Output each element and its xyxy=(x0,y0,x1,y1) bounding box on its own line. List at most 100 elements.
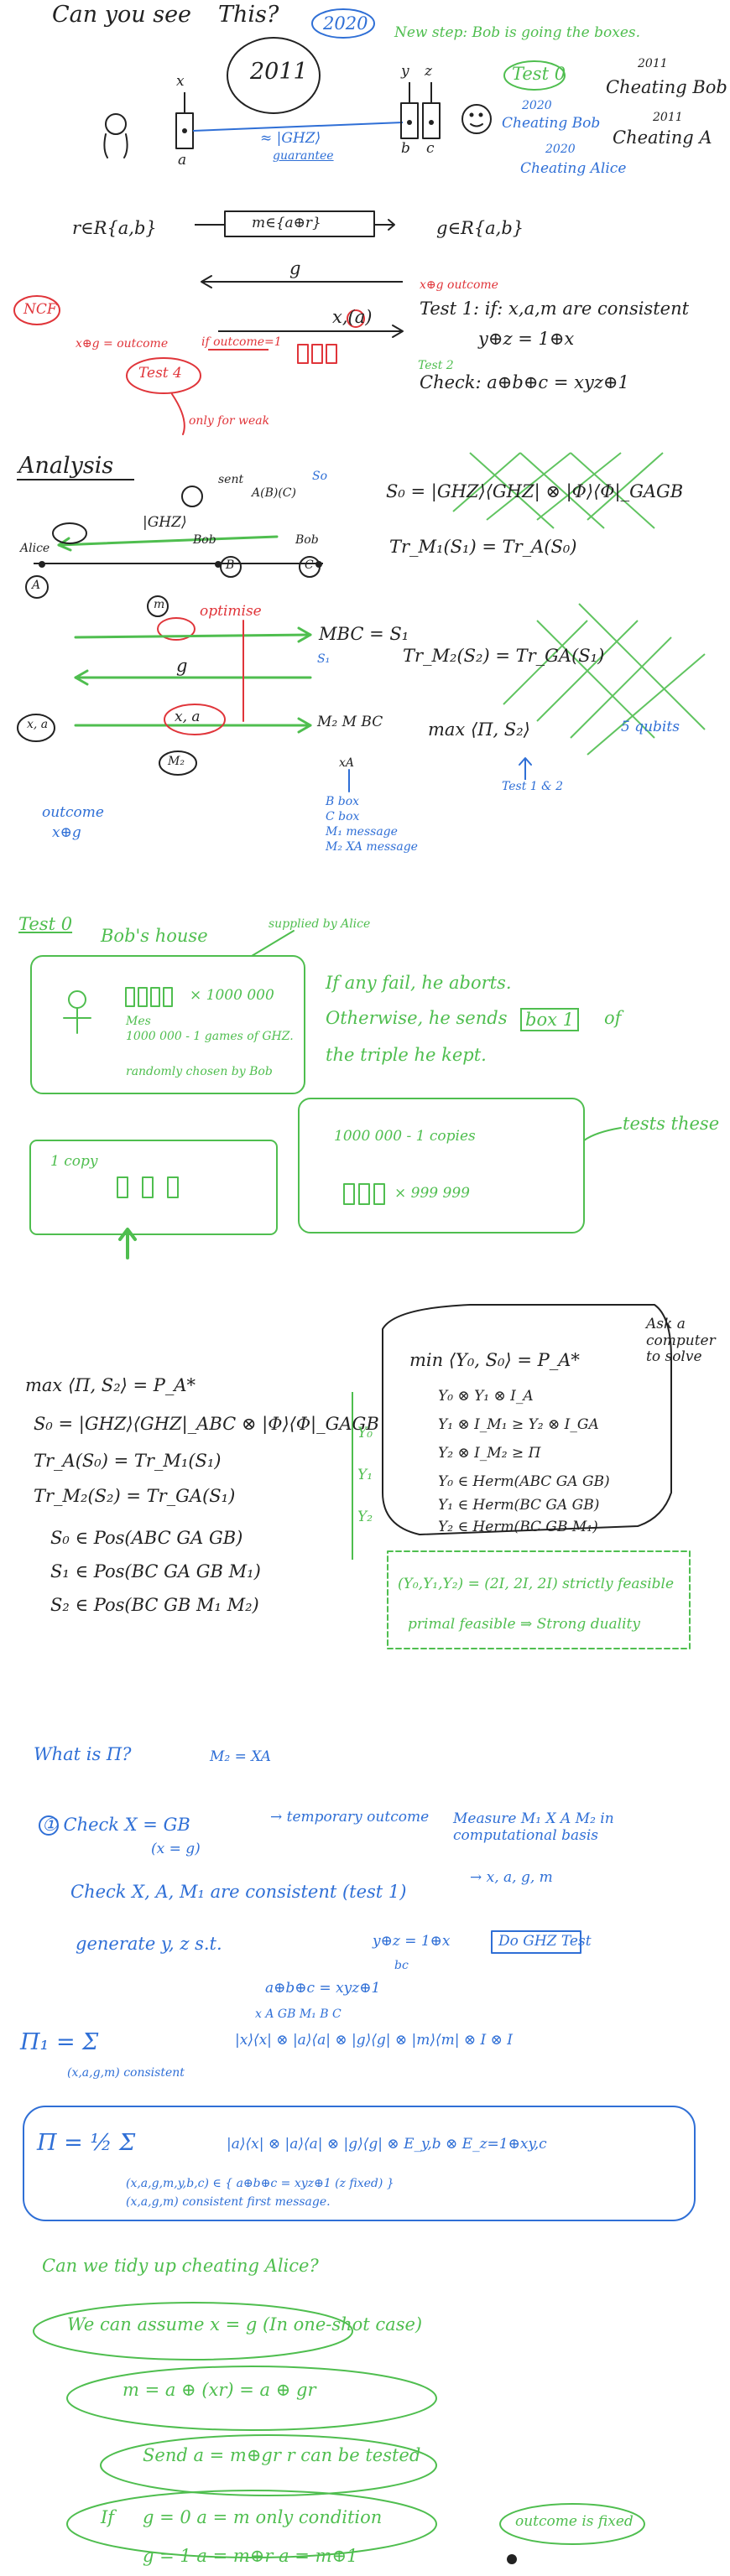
node-aim xyxy=(52,522,87,544)
pi-full-box xyxy=(23,2106,696,2221)
m1-message-label: M₁ message xyxy=(326,825,398,839)
supplied-arrow xyxy=(251,930,295,957)
what-is-pi: What is Π? xyxy=(34,1744,132,1764)
alice-box-dot xyxy=(182,128,187,133)
red-box-3 xyxy=(326,344,337,364)
analysis-dot-a xyxy=(39,561,45,568)
sdp-tra: Tr_A(S₀) = Tr_M₁(S₁) xyxy=(34,1451,222,1471)
do-ghz-box xyxy=(491,1930,581,1954)
ghz-label: ≈ |GHZ⟩ xyxy=(260,130,321,147)
cheating-bob-black: Cheating Bob xyxy=(606,77,727,97)
m2mbc-label: M₂ M BC xyxy=(317,714,383,730)
copies-boxes xyxy=(343,1183,385,1205)
box-b-label: b xyxy=(401,140,410,157)
temporary-outcome: → temporary outcome xyxy=(270,1809,430,1826)
xeg-label: x⊕g xyxy=(52,824,81,841)
node-c xyxy=(299,556,321,578)
abc-condition: a⊕b⊕c = xyz⊕1 xyxy=(265,1980,381,1997)
g-arrowhead xyxy=(201,275,212,288)
circle-2011 xyxy=(227,37,321,114)
sdp-trm2: Tr_M₂(S₂) = Tr_GA(S₁) xyxy=(34,1486,236,1506)
pi1-sum: Π₁ = Σ xyxy=(20,2029,99,2055)
year-badge-outline xyxy=(311,8,375,39)
trm1-equation: Tr_M₁(S₁) = Tr_A(S₀) xyxy=(389,537,577,557)
step1-check: ① Check X = GB xyxy=(42,1815,190,1835)
ncf-circle xyxy=(13,295,60,325)
measure-note: Measure M₁ X A M₂ in computational basis xyxy=(453,1810,614,1844)
if-outcome-note: if outcome=1 xyxy=(201,335,282,349)
feasible-box xyxy=(387,1550,691,1649)
green-arrowhead-xa xyxy=(297,717,312,734)
red-box-2 xyxy=(311,344,323,364)
outcome-fixed: outcome is fixed xyxy=(515,2513,634,2530)
green-hatching-2 xyxy=(503,603,706,756)
primal-feasible: primal feasible ⇒ Strong duality xyxy=(408,1616,640,1633)
five-qubits: 5 qubits xyxy=(621,719,680,735)
box-z-label: z xyxy=(425,63,432,80)
box-x-label: x xyxy=(176,73,185,90)
copies-games: 1000 000 - 1 games of GHZ. xyxy=(126,1030,294,1043)
green-arrow-mbc xyxy=(74,633,312,639)
analysis-dot-b xyxy=(215,561,222,568)
red-box-1 xyxy=(297,344,309,364)
tests-these: tests these xyxy=(623,1114,720,1134)
cleanup-g0: g = 0 a = m only condition xyxy=(143,2507,383,2527)
test0-title: Test 0 xyxy=(18,914,73,934)
xa-red-circle xyxy=(164,704,226,735)
green-arrowhead-mbc xyxy=(297,626,312,643)
protocol-g: g xyxy=(289,258,301,278)
xeg-outcome-note: x⊕g = outcome xyxy=(76,337,169,351)
cleanup-scribble xyxy=(33,2302,437,2558)
pi-condition-1: (x,a,g,m,y,b,c) ∈ { a⊕b⊕c = xyz⊕1 (z fix… xyxy=(126,2177,394,2190)
analysis-ghz: |GHZ⟩ xyxy=(143,514,187,531)
node-xa-circle xyxy=(17,714,55,742)
cheating-alice-black: Cheating A xyxy=(613,127,712,148)
cleanup-m: m = a ⊕ (xr) = a ⊕ gr xyxy=(123,2380,316,2400)
outcome-label: outcome xyxy=(42,804,104,821)
sdp-pos2: S₂ ∈ Pos(BC GB M₁ M₂) xyxy=(50,1595,259,1615)
protocol-right: g∈R{a,b} xyxy=(436,218,524,238)
message-arrowhead xyxy=(388,219,395,231)
dual-c2: Y₁ ⊗ I_M₁ ≥ Y₂ ⊗ I_GA xyxy=(438,1416,599,1433)
trm2-equation: Tr_M₂(S₂) = Tr_GA(S₁) xyxy=(403,646,605,666)
one-copy-label: 1 copy xyxy=(50,1153,98,1170)
analysis-bob: Bob xyxy=(193,533,216,547)
bobs-house-figure xyxy=(63,990,91,1034)
dual-h0: Y₀ ∈ Herm(ABC GA GB) xyxy=(438,1473,610,1490)
pi-full-term: |a⟩⟨x| ⊗ |a⟩⟨a| ⊗ |g⟩⟨g| ⊗ E_y,b ⊗ E_z=1… xyxy=(227,2136,547,2153)
up-arrowhead xyxy=(118,1228,137,1241)
analysis-sent: sent xyxy=(218,473,244,486)
analysis-alice: Alice xyxy=(20,542,50,555)
box-a-label: a xyxy=(178,152,187,169)
b-box-label: B box xyxy=(326,795,360,808)
tests-arrow xyxy=(583,1127,622,1141)
check-consistent: Check X, A, M₁ are consistent (test 1) xyxy=(70,1882,407,1902)
dual-h2: Y₂ ∈ Herm(BC GB M₁) xyxy=(438,1519,598,1535)
box1-label: box 1 xyxy=(520,1008,579,1032)
test12-label: Test 1 & 2 xyxy=(502,780,563,793)
sdp-y1: Y₁ xyxy=(357,1467,373,1483)
red-small-note: x⊕g outcome xyxy=(420,278,498,292)
otherwise-text: Otherwise, he sends xyxy=(326,1008,508,1028)
box-c-label: c xyxy=(426,140,435,157)
analysis-bob2: Bob xyxy=(295,533,319,547)
test2-label: Test 2 xyxy=(418,359,454,372)
strictly-feasible: (Y₀,Y₁,Y₂) = (2I, 2I, 2I) strictly feasi… xyxy=(398,1576,675,1592)
sdp-pos1: S₁ ∈ Pos(BC GA GB M₁) xyxy=(50,1561,261,1581)
dual-sdp-outline xyxy=(382,1304,672,1535)
analysis-xa: x, a xyxy=(175,709,201,725)
analysis-node-xa: x, a xyxy=(27,718,49,731)
analysis-node-b: B xyxy=(226,558,235,572)
yz-condition: y⊕z = 1⊕x xyxy=(373,1933,451,1950)
node-a-sent xyxy=(181,486,203,507)
mes-label: Mes xyxy=(126,1015,151,1028)
year-badge: 2020 xyxy=(323,13,368,34)
green-arrowhead-top xyxy=(57,537,72,552)
cleanup-send: Send a = m⊕gr r can be tested xyxy=(143,2445,421,2465)
guarantee-label: guarantee xyxy=(273,149,334,163)
dual-h1: Y₁ ∈ Herm(BC GA GB) xyxy=(438,1497,600,1514)
sdp-pos0: S₀ ∈ Pos(ABC GA GB) xyxy=(50,1528,243,1548)
test1-text: Test 1: if: x,a,m are consistent xyxy=(420,299,690,319)
year-2011-b: 2011 xyxy=(653,111,683,124)
